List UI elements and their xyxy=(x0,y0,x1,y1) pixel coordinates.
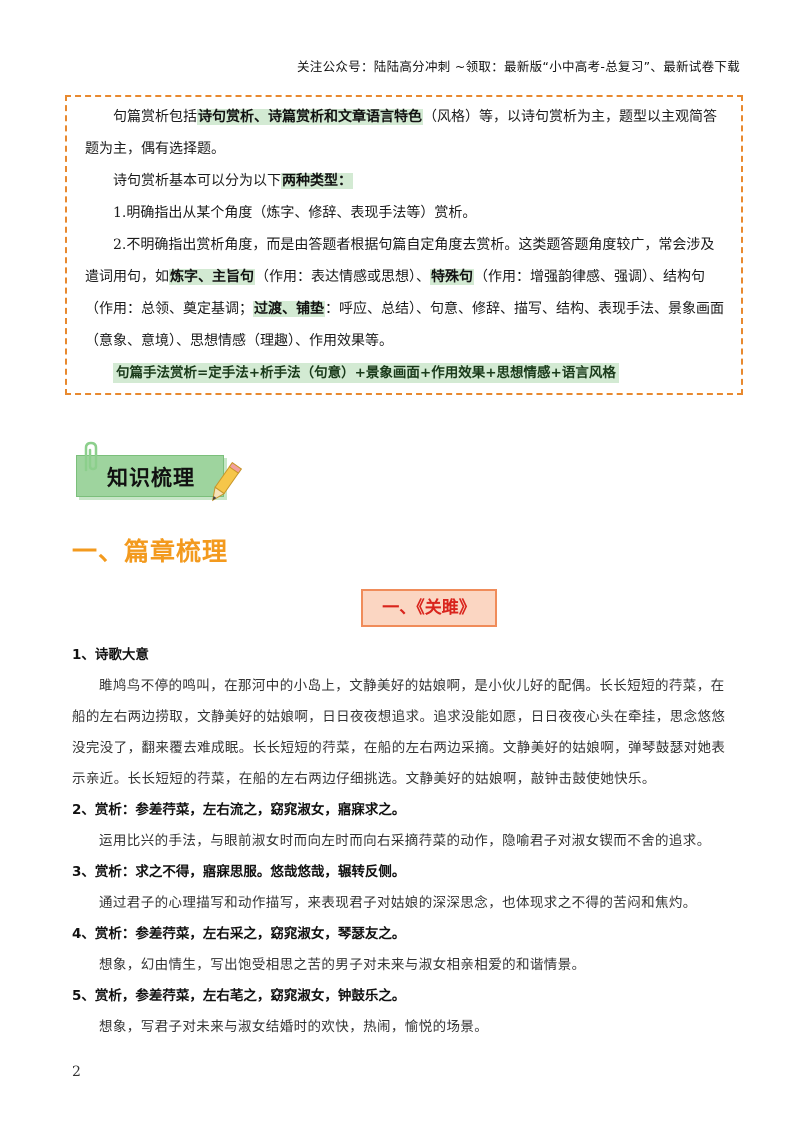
poem-title: 一、《关雎》 xyxy=(382,598,476,618)
tag-label: 知识梳理 xyxy=(107,466,195,490)
item-body: 雎鸠鸟不停的鸣叫，在那河中的小岛上，文静美好的姑娘啊，是小伙儿好的配偶。长长短短… xyxy=(72,678,726,787)
item-heading: 3、赏析：求之不得，寤寐思服。悠哉悠哉，辗转反侧。 xyxy=(72,864,406,880)
item-heading: 2、赏析：参差荇菜，左右流之，窈窕淑女，寤寐求之。 xyxy=(72,802,406,818)
item-body: 想象，写君子对未来与淑女结婚时的欢快，热闹，愉悦的场景。 xyxy=(99,1019,489,1035)
item-heading: 4、赏析：参差荇菜，左右采之，窈窕淑女，琴瑟友之。 xyxy=(72,926,406,942)
item-heading: 5、赏析，参差荇菜，左右芼之，窈窕淑女，钟鼓乐之。 xyxy=(72,988,406,1004)
intro-paragraph-4: 2.不明确指出赏析角度，而是由答题者根据句篇自定角度去赏析。这类题答题角度较广，… xyxy=(85,237,724,349)
formula-line: 句篇手法赏析=定手法+析手法（句意）+景象画面+作用效果+思想情感+语言风格 xyxy=(85,357,727,389)
paperclip-icon xyxy=(84,441,98,472)
page-header: 关注公众号：陆陆高分冲刺 ~领取：最新版“小中高考-总复习”、最新试卷下载 xyxy=(296,59,740,74)
intro-paragraph-2: 诗句赏析基本可以分为以下两种类型： xyxy=(113,173,353,189)
highlight: 特殊句 xyxy=(430,269,474,285)
intro-paragraph-1: 句篇赏析包括诗句赏析、诗篇赏析和文章语言特色（风格）等，以诗句赏析为主，题型以主… xyxy=(85,109,717,157)
poem-title-box: 一、《关雎》 xyxy=(361,589,497,627)
highlight: 炼字、主旨句 xyxy=(169,269,255,285)
tag-banner: 知识梳理 xyxy=(76,455,224,497)
item-body: 通过君子的心理描写和动作描写，来表现君子对姑娘的深深思念，也体现求之不得的苦闷和… xyxy=(99,895,697,911)
poem-content: 1、诗歌大意 雎鸠鸟不停的鸣叫，在那河中的小岛上，文静美好的姑娘啊，是小伙儿好的… xyxy=(72,640,732,1043)
item-body: 运用比兴的手法，与眼前淑女时而向左时而向右采摘荇菜的动作，隐喻君子对淑女锲而不舍… xyxy=(99,833,711,849)
section-heading: 一、篇章梳理 xyxy=(72,537,229,566)
item-body: 想象，幻由情生，写出饱受相思之苦的男子对未来与淑女相亲相爱的和谐情景。 xyxy=(99,957,586,973)
intro-paragraph-3: 1.明确指出从某个角度（炼字、修辞、表现手法等）赏析。 xyxy=(113,205,477,221)
intro-box: 句篇赏析包括诗句赏析、诗篇赏析和文章语言特色（风格）等，以诗句赏析为主，题型以主… xyxy=(65,95,743,395)
highlight: 两种类型： xyxy=(281,173,353,189)
item-heading: 1、诗歌大意 xyxy=(72,647,149,663)
pencil-icon xyxy=(212,462,242,502)
formula-highlight: 句篇手法赏析=定手法+析手法（句意）+景象画面+作用效果+思想情感+语言风格 xyxy=(113,363,619,383)
highlight: 诗句赏析、诗篇赏析和文章语言特色 xyxy=(197,109,423,125)
page-number: 2 xyxy=(72,1064,81,1080)
highlight: 过渡、铺垫 xyxy=(253,301,325,317)
knowledge-tag: 知识梳理 xyxy=(68,440,258,520)
